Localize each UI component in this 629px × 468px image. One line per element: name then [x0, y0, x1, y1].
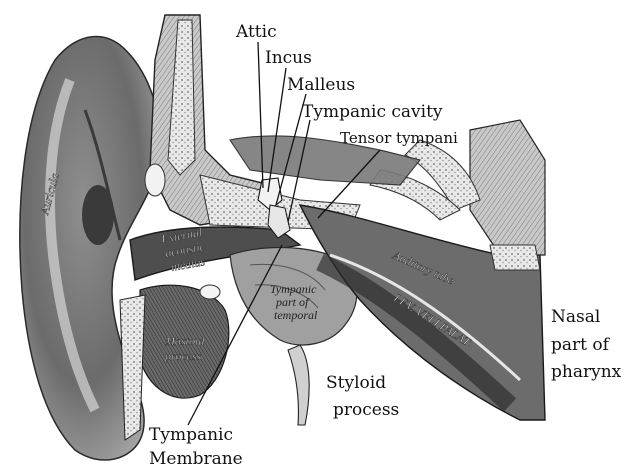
label-tympanic-cavity: Tympanic cavity	[302, 102, 443, 122]
engraved-mastoid-2: process	[164, 349, 202, 363]
label-nasal-1: Nasal	[551, 307, 600, 327]
label-tympanic-membrane-2: Membrane	[149, 449, 243, 468]
engraved-tympanic-part-1: Tympanic	[270, 282, 317, 296]
engraved-mastoid-1: Mastoid	[164, 334, 205, 348]
label-malleus: Malleus	[287, 75, 355, 95]
label-tympanic-membrane-1: Tympanic	[149, 425, 233, 445]
engraved-tympanic-part-2: part of	[275, 295, 310, 309]
label-styloid-1: Styloid	[326, 373, 386, 393]
label-tensor-tympani: Tensor tympani	[340, 129, 458, 147]
styloid-process-shape	[288, 345, 309, 425]
label-nasal-3: pharynx	[551, 362, 622, 382]
label-styloid-2: process	[333, 400, 399, 420]
engraved-tympanic-part-3: temporal	[274, 308, 318, 322]
label-nasal-2: part of	[551, 335, 611, 355]
label-attic: Attic	[235, 22, 277, 42]
label-incus: Incus	[265, 48, 312, 68]
temporal-bone-section	[145, 15, 360, 230]
